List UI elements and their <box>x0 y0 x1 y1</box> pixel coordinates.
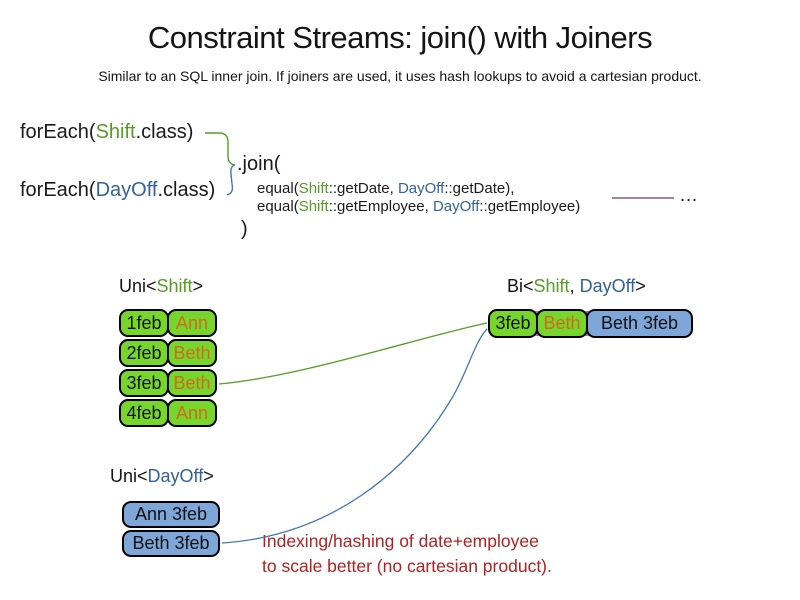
code-text: equal( <box>257 180 299 197</box>
slide-title: Constraint Streams: join() with Joiners <box>147 20 653 55</box>
shift-row-2-employee: Beth <box>167 339 217 367</box>
shift-row-2-date: 2feb <box>119 339 169 367</box>
brace-lower-blue <box>226 164 236 196</box>
dayoff-type-token: DayOff <box>579 276 636 296</box>
shift-row-3-employee: Beth <box>167 369 217 397</box>
bi-row-dayoff: Beth 3feb <box>586 309 693 338</box>
indexing-note: Indexing/hashing of date+employee to sca… <box>262 529 552 579</box>
dayoff-class-token: DayOff <box>95 179 158 201</box>
label-text: > <box>192 276 204 296</box>
more-joiners-ellipsis: … <box>679 185 698 206</box>
bi-row-date: 3feb <box>488 309 538 338</box>
code-text: .class) <box>135 121 194 143</box>
code-text: ::getDate), <box>444 180 515 197</box>
code-foreach-shift: forEach(Shift.class) <box>20 121 193 144</box>
shift-class-token: Shift <box>298 180 329 197</box>
label-text: Uni< <box>110 466 148 486</box>
code-joiner-1: equal(Shift::getDate, DayOff::getDate), <box>257 180 514 197</box>
code-text: forEach( <box>20 179 96 201</box>
code-text: ::getEmployee, <box>328 198 433 215</box>
indexing-note-line2: to scale better (no cartesian product). <box>262 556 552 576</box>
dayoff-join-connector-line <box>221 328 488 544</box>
shift-row-1-date: 1feb <box>119 309 169 337</box>
code-foreach-dayoff: forEach(DayOff.class) <box>20 179 215 202</box>
uni-shift-label: Uni<Shift> <box>119 276 203 297</box>
code-text: ::getEmployee) <box>479 198 581 215</box>
code-text: ::getDate, <box>328 180 398 197</box>
slide-subtitle: Similar to an SQL inner join. If joiners… <box>98 68 702 84</box>
shift-join-connector-line <box>218 322 488 385</box>
code-text: equal( <box>257 198 299 215</box>
dayoff-type-token: DayOff <box>147 466 204 486</box>
code-join-open: .join( <box>237 153 281 175</box>
bi-row-employee: Beth <box>536 309 588 338</box>
label-text: , <box>569 276 580 296</box>
code-joiner-2: equal(Shift::getEmployee, DayOff::getEmp… <box>257 198 580 215</box>
dayoff-class-token: DayOff <box>432 198 480 215</box>
code-text: .class) <box>157 179 216 201</box>
shift-class-token: Shift <box>95 121 136 143</box>
uni-dayoff-label: Uni<DayOff> <box>110 466 214 487</box>
shift-type-token: Shift <box>156 276 193 296</box>
shift-row-1-employee: Ann <box>167 309 217 337</box>
indexing-note-line1: Indexing/hashing of date+employee <box>262 531 539 551</box>
bi-label: Bi<Shift, DayOff> <box>507 276 646 297</box>
shift-row-4-date: 4feb <box>119 399 169 427</box>
shift-row-4-employee: Ann <box>167 399 217 427</box>
shift-row-3-date: 3feb <box>119 369 169 397</box>
label-text: > <box>203 466 214 486</box>
label-text: Bi< <box>507 276 534 296</box>
code-join-close: ) <box>241 218 248 240</box>
shift-type-token: Shift <box>533 276 570 296</box>
code-text: forEach( <box>20 121 96 143</box>
dayoff-row-2: Beth 3feb <box>122 530 220 557</box>
label-text: Uni< <box>119 276 157 296</box>
shift-class-token: Shift <box>298 198 329 215</box>
label-text: > <box>635 276 646 296</box>
dayoff-row-1: Ann 3feb <box>122 501 220 528</box>
brace-upper-green <box>205 132 236 166</box>
dayoff-class-token: DayOff <box>397 180 445 197</box>
